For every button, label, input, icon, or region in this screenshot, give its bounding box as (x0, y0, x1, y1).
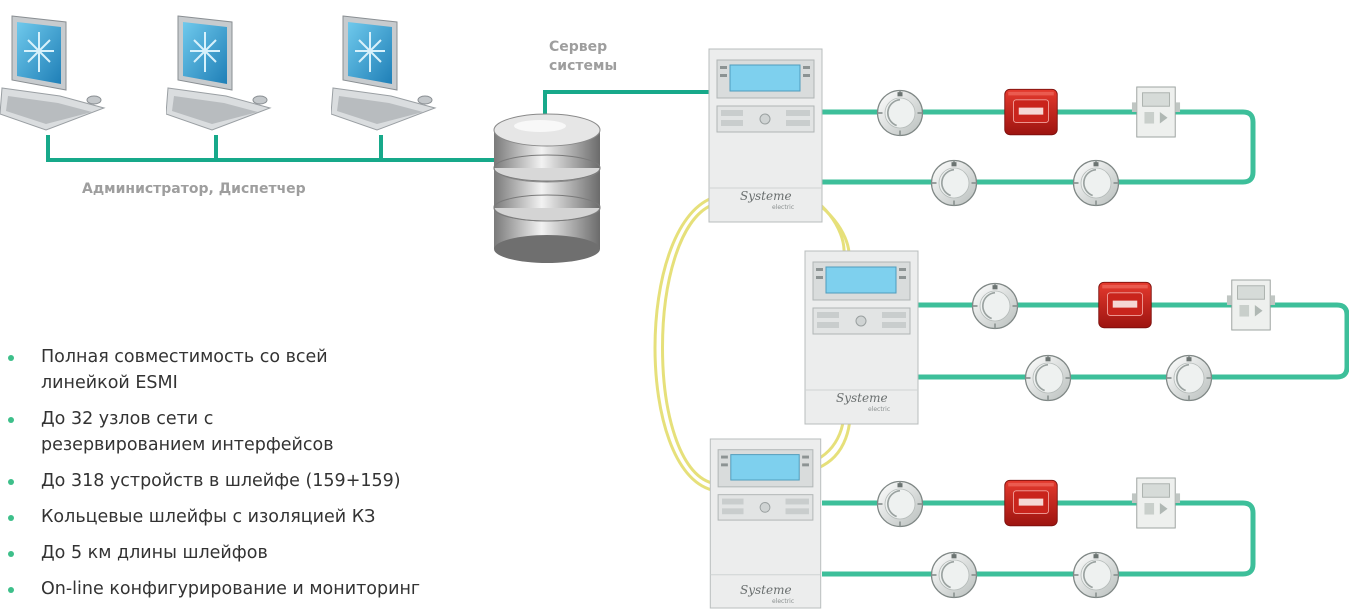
panel-brand-sub: electric (772, 598, 794, 605)
detector-loops (822, 109, 1349, 577)
smoke-detector-icon (930, 159, 978, 207)
workstation-icon (0, 15, 105, 131)
feature-item: Полная совместимость со всей линейкой ES… (6, 344, 341, 396)
server-caption-line: Сервер (549, 39, 608, 55)
smoke-detector-icon (876, 89, 924, 137)
feature-item: До 32 узлов сети с резервированием интер… (6, 406, 361, 458)
panel-brand: Systeme (740, 583, 792, 597)
control-panel: Systeme electric (709, 438, 822, 609)
feature-item: On-line конфигурирование и мониторинг (6, 576, 626, 602)
io-module-icon (1226, 279, 1276, 331)
smoke-detector-icon (1072, 551, 1120, 599)
workstation-icon (331, 15, 436, 131)
feature-item: До 5 км длины шлейфов (6, 540, 501, 566)
server-caption-line: системы (549, 58, 618, 74)
feature-item: Кольцевые шлейфы с изоляцией КЗ (6, 504, 501, 530)
manual-call-point-icon (1004, 88, 1058, 136)
control-panel: Systeme electric (804, 250, 919, 425)
feature-item: До 318 устройств в шлейфе (159+159) (6, 468, 501, 494)
workstation-icon (166, 15, 271, 131)
feature-list: Полная совместимость со всей линейкой ES… (6, 344, 626, 612)
smoke-detector-icon (876, 480, 924, 528)
database-server-icon (493, 113, 601, 263)
server-caption: Сервер системы (549, 38, 617, 76)
panel-brand-sub: electric (868, 406, 890, 413)
operators-caption: Администратор, Диспетчер (82, 181, 306, 197)
smoke-detector-icon (930, 551, 978, 599)
panel-brand-sub: electric (772, 204, 794, 211)
io-module-icon (1131, 86, 1181, 138)
smoke-detector-icon (971, 282, 1019, 330)
smoke-detector-icon (1072, 159, 1120, 207)
manual-call-point-icon (1004, 479, 1058, 527)
control-panel: Systeme electric (708, 48, 823, 223)
panel-brand: Systeme (836, 391, 888, 405)
panel-brand: Systeme (740, 189, 792, 203)
manual-call-point-icon (1098, 281, 1152, 329)
smoke-detector-icon (1024, 354, 1072, 402)
smoke-detector-icon (1165, 354, 1213, 402)
io-module-icon (1131, 477, 1181, 529)
